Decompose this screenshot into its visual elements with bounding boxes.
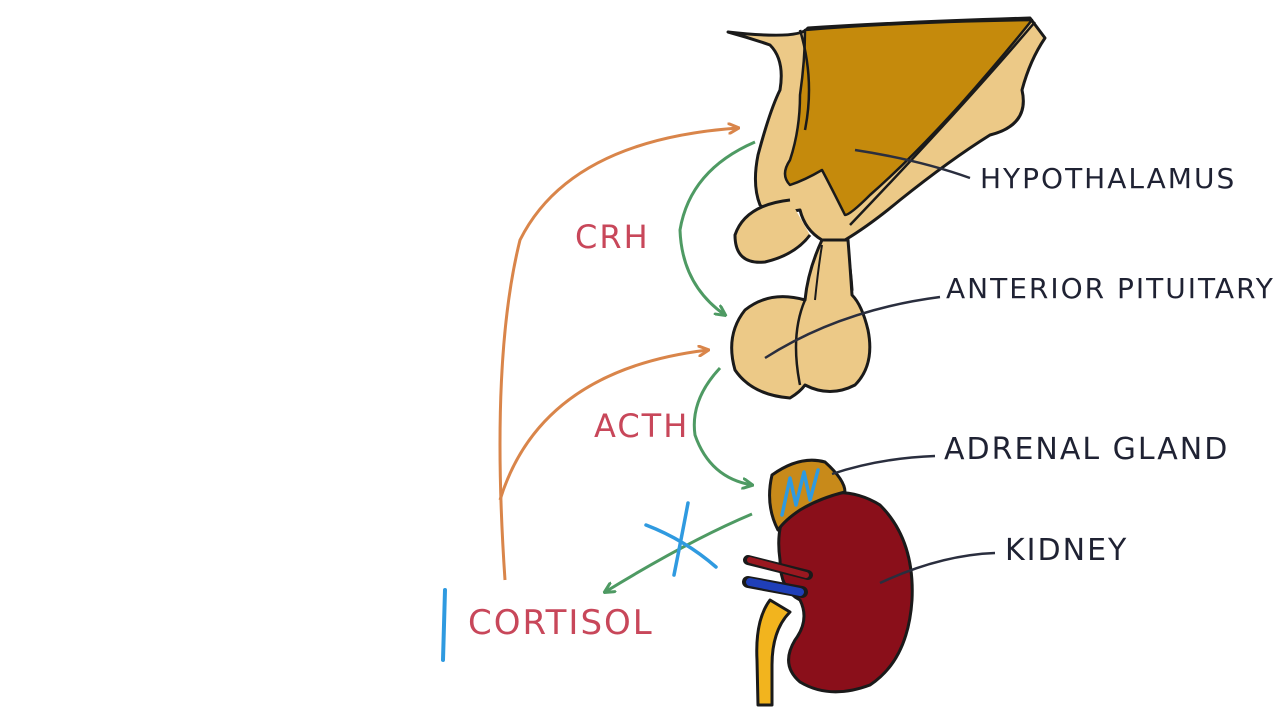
label-kidney: KIDNEY xyxy=(1005,533,1128,568)
leader-lines xyxy=(764,148,996,585)
feedback-arrow-to-hypothalamus xyxy=(498,128,738,581)
kidney-illustration xyxy=(742,458,914,707)
label-adrenal-gland: ADRENAL GLAND xyxy=(944,432,1229,467)
cortisol-decrease-bar xyxy=(441,588,447,662)
feedback-arrow-to-pituitary xyxy=(498,350,708,501)
label-hypothalamus: HYPOTHALAMUS xyxy=(980,162,1236,195)
cortisol-release-arrow xyxy=(605,512,753,592)
label-crh: CRH xyxy=(575,218,650,256)
inhibition-x-mark xyxy=(644,501,718,577)
hypothalamus-illustration xyxy=(726,16,1047,299)
label-acth: ACTH xyxy=(594,407,689,445)
label-anterior-pituitary: ANTERIOR PITUITARY xyxy=(946,272,1275,305)
acth-stimulation-arrow xyxy=(692,366,752,485)
label-cortisol: CORTISOL xyxy=(468,603,654,643)
crh-stimulation-arrow xyxy=(678,140,756,315)
